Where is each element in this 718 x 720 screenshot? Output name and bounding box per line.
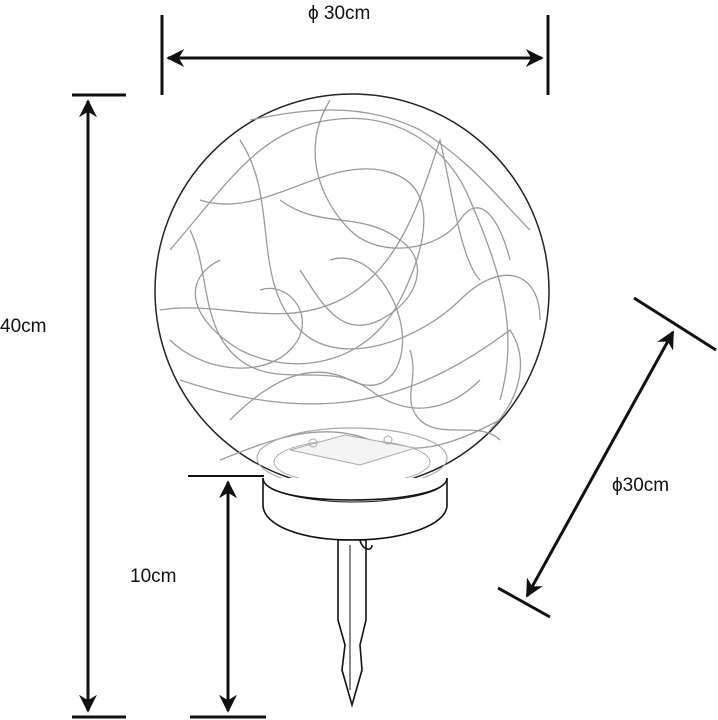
side-diameter-dimension: [497, 296, 717, 619]
solar-panel-base: [256, 427, 448, 541]
total-height-dimension: [72, 93, 126, 719]
total-height-label: 40cm: [0, 316, 47, 337]
glass-globe: [154, 93, 550, 489]
ground-stake: [337, 539, 373, 708]
base-height-label: 10cm: [130, 566, 177, 587]
solar-panel: [289, 434, 416, 466]
top-diameter-dimension: [160, 15, 550, 95]
top-diameter-label: ϕ 30cm: [308, 3, 371, 24]
side-diameter-label: ϕ30cm: [612, 475, 670, 496]
base-height-dimension: [188, 475, 266, 719]
wire-lights: [159, 99, 541, 461]
